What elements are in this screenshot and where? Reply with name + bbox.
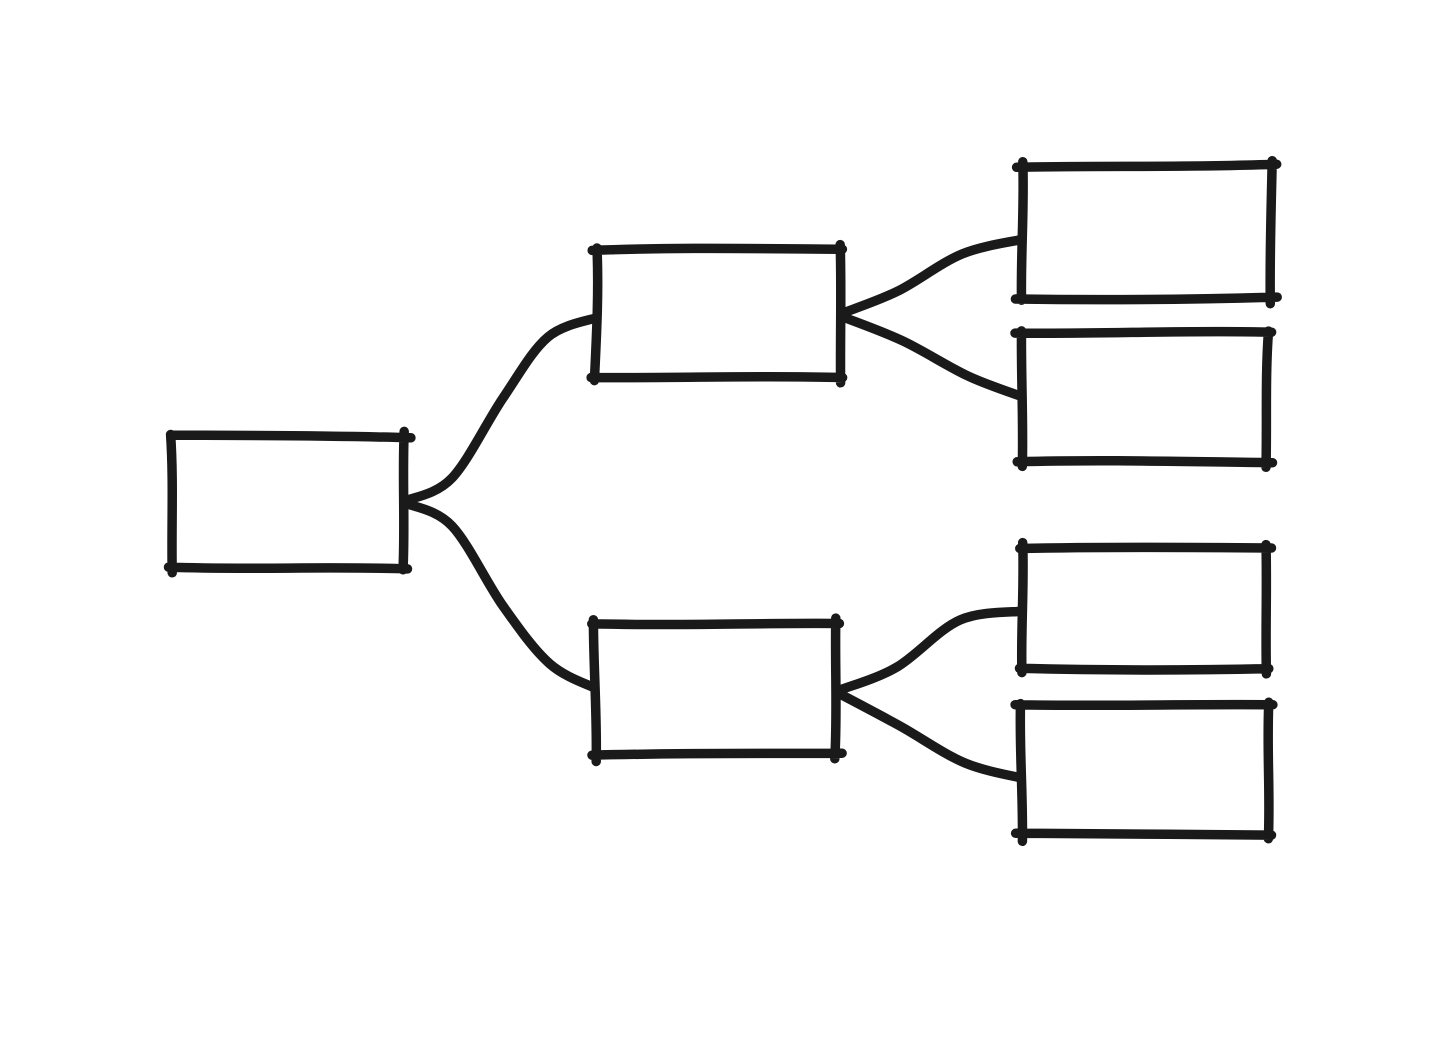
node-leaf-2 (1010, 326, 1278, 473)
node-fill-leaf-3 (1023, 547, 1266, 670)
node-fill-leaf-2 (1021, 334, 1267, 461)
node-fill-leaf-1 (1021, 166, 1271, 298)
edge-branch-top-to-leaf-1 (838, 234, 1029, 318)
node-leaf-3 (1014, 537, 1277, 679)
edge-branch-top-to-leaf-2 (838, 312, 1028, 402)
edge-branch-bottom-to-leaf-4 (835, 689, 1031, 784)
node-fill-branch-bottom (595, 624, 836, 755)
node-fill-root (172, 437, 404, 567)
edge-branch-bottom-to-leaf-3 (835, 606, 1030, 695)
edge-root-to-branch-top (400, 312, 604, 506)
node-leaf-4 (1010, 697, 1278, 847)
node-leaf-1 (1010, 155, 1282, 309)
node-fill-leaf-4 (1021, 705, 1268, 835)
node-branch-top (586, 239, 848, 388)
node-fill-branch-top (596, 251, 840, 377)
node-branch-bottom (587, 613, 847, 767)
edge-root-to-branch-bottom (400, 498, 602, 694)
node-root (163, 426, 416, 578)
